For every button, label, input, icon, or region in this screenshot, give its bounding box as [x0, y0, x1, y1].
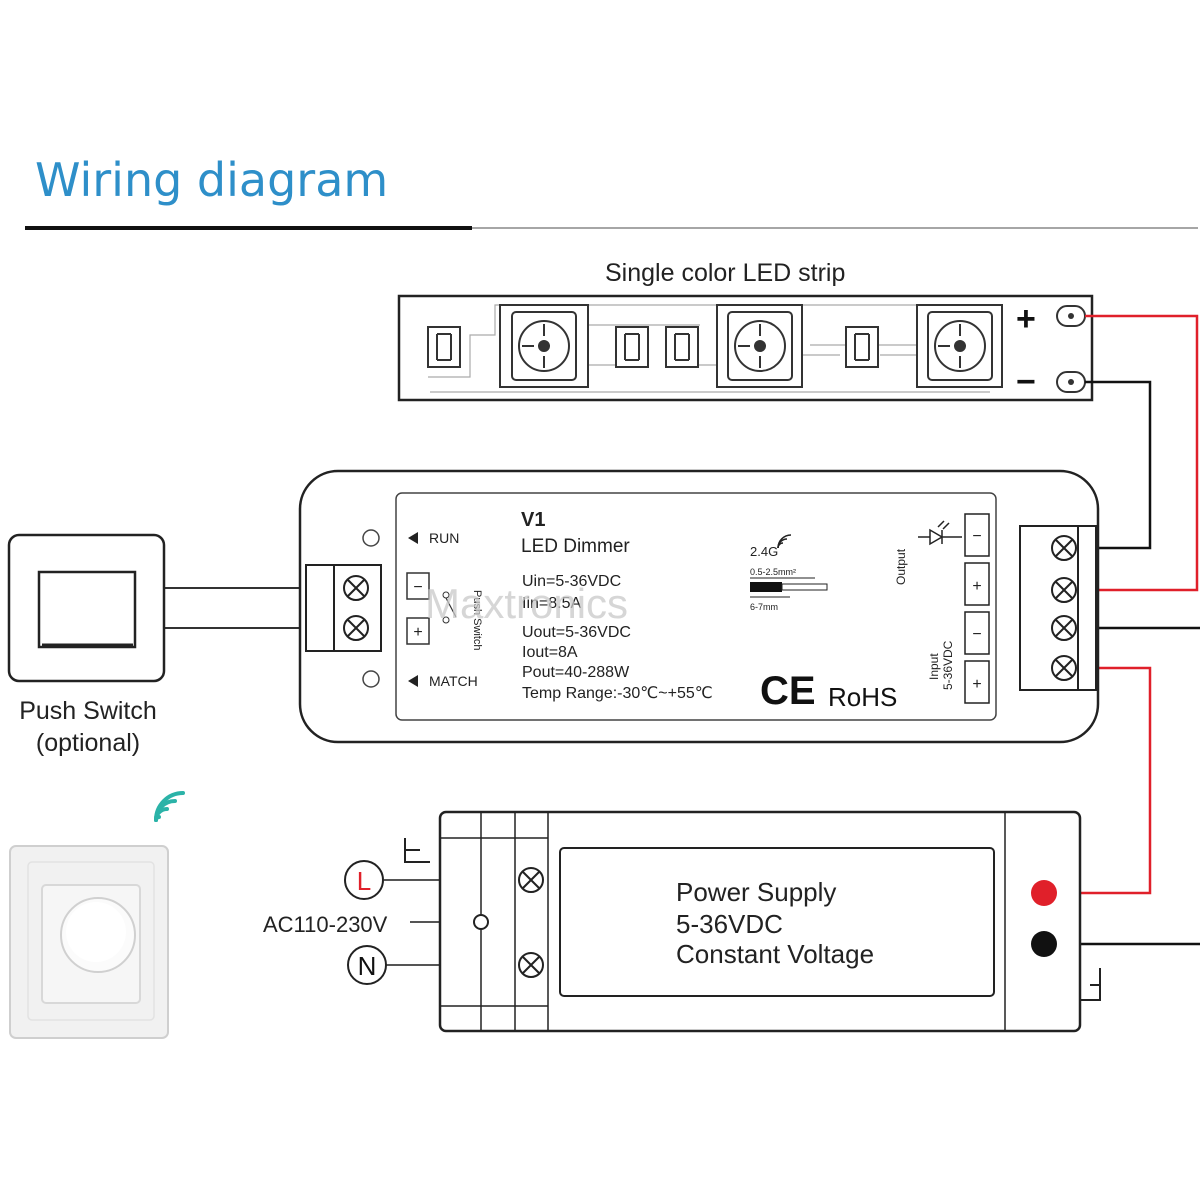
dimmer-controller: RUN MATCH − + Push Switch V1 LED Dimmer …	[298, 469, 1100, 744]
wifi-icon	[154, 791, 185, 822]
wifi-icon	[777, 534, 792, 549]
terminal-screw-icon	[1051, 535, 1077, 561]
push-switch	[7, 533, 166, 683]
terminal-screw-icon	[1051, 615, 1077, 641]
run-label: RUN	[429, 530, 459, 546]
terminal-screw-icon	[518, 952, 544, 978]
strip-minus-sign: −	[1016, 363, 1036, 401]
led-chip	[716, 304, 803, 388]
led-strip: + −	[397, 294, 1094, 402]
psu-voltage: 5-36VDC	[676, 909, 783, 939]
rotary-dimmer-icon	[9, 845, 169, 1039]
terminal-screw-icon	[1051, 577, 1077, 603]
terminal-screw-icon	[343, 575, 369, 601]
match-label: MATCH	[429, 673, 478, 689]
spec-temp: Temp Range:-30℃~+55℃	[522, 685, 713, 702]
spec-iout: Iout=8A	[522, 644, 578, 661]
dimmer-model: V1	[521, 509, 545, 531]
terminal-screw-icon	[1051, 655, 1077, 681]
wire-input-plus	[1056, 666, 1152, 895]
strip-plus-sign: +	[1016, 300, 1036, 338]
resistor	[845, 326, 879, 368]
live-label: L	[357, 866, 371, 896]
spec-uin: Uin=5-36VDC	[522, 573, 621, 590]
output-label: Output	[894, 548, 908, 585]
output-minus: −	[972, 528, 981, 545]
led-chip	[499, 304, 589, 388]
input-minus: −	[972, 626, 981, 643]
wire-strip-minus	[1078, 380, 1152, 550]
watermark: Maxtronics	[425, 580, 628, 627]
push-switch-vertical-label: Push Switch	[471, 590, 483, 651]
psu-minus-terminal	[1031, 931, 1057, 957]
dimmer-name: LED Dimmer	[521, 536, 630, 557]
input-plus: +	[972, 676, 981, 693]
led-diode-icon	[918, 520, 962, 546]
neutral-label: N	[358, 951, 377, 981]
spec-iin: Iin=8.5A	[522, 595, 581, 612]
strip-length-label: 6-7mm	[750, 602, 778, 612]
wire-gauge-label: 0.5-2.5mm²	[750, 567, 796, 577]
wire-strip-icon	[750, 577, 828, 598]
neutral-terminal-label: N	[347, 945, 387, 985]
ce-mark: CE	[760, 669, 816, 713]
spec-pout: Pout=40-288W	[522, 664, 630, 681]
led-chip	[916, 304, 1003, 388]
terminal-screw-icon	[343, 615, 369, 641]
wireless-label: 2.4G	[750, 544, 778, 559]
run-indicator	[362, 529, 380, 547]
resistor	[427, 326, 461, 368]
resistor	[615, 326, 649, 368]
live-terminal-label: L	[344, 860, 384, 900]
led-strip-label: Single color LED strip	[605, 259, 845, 287]
input-label: Input	[927, 653, 941, 680]
power-supply: Power Supply 5-36VDC Constant Voltage	[404, 810, 1101, 1033]
push-switch-optional: (optional)	[36, 729, 140, 757]
wire-strip-plus	[1078, 314, 1199, 592]
input-voltage-label: 5-36VDC	[941, 640, 955, 690]
push-switch-plus: +	[413, 624, 422, 641]
match-indicator	[362, 670, 380, 688]
page-title: Wiring diagram	[35, 153, 388, 207]
resistor	[665, 326, 699, 368]
push-switch-minus: −	[413, 579, 422, 596]
output-plus: +	[972, 578, 981, 595]
psu-plus-terminal	[1031, 880, 1057, 906]
spec-uout: Uout=5-36VDC	[522, 624, 631, 641]
psu-type: Constant Voltage	[676, 939, 874, 969]
psu-title: Power Supply	[676, 877, 836, 907]
terminal-screw-icon	[518, 867, 544, 893]
rohs-mark: RoHS	[828, 682, 897, 712]
push-switch-label: Push Switch	[19, 697, 157, 725]
ac-voltage-label: AC110-230V	[263, 912, 388, 937]
